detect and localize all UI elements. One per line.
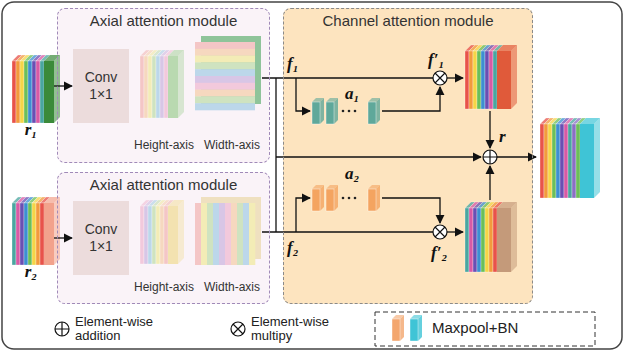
variable-label: r₂	[8, 262, 54, 282]
maxpool-swatch	[410, 315, 422, 341]
input-feature: r₁	[8, 48, 54, 140]
box-title: Conv 1×1	[77, 69, 125, 103]
flow-line	[296, 78, 310, 111]
variable-label: r	[499, 127, 506, 147]
variable-label: a₁	[345, 84, 359, 104]
module-fill	[57, 172, 270, 304]
variable-label: r₁	[8, 120, 54, 140]
feature-stack	[12, 197, 60, 265]
module-fill	[57, 8, 270, 163]
weight-slab	[368, 98, 380, 124]
feature-block	[195, 197, 261, 265]
flow-line	[447, 231, 463, 232]
addition-symbol	[483, 150, 497, 164]
axis-label: Width-axis	[204, 280, 260, 294]
box-title: Axial attention module	[58, 176, 269, 193]
multiply-symbol	[433, 225, 447, 239]
feature-stack	[465, 202, 517, 272]
legend-text: Element-wise addition	[75, 315, 165, 344]
weight-slab	[312, 185, 324, 211]
weight-slab	[326, 98, 338, 124]
flow-line	[296, 198, 310, 232]
feature-block	[195, 36, 261, 110]
feature-stack	[465, 45, 517, 109]
conv-box: Conv 1×1	[73, 201, 129, 275]
legend-text: Maxpool+BN	[432, 320, 582, 337]
flow-line	[489, 111, 490, 148]
module-box: Channel attention module	[283, 8, 533, 304]
feature-stack	[140, 200, 184, 264]
multiply-symbol	[433, 71, 447, 85]
legend-frame	[375, 312, 595, 346]
input-feature: r₂	[8, 190, 54, 282]
flow-line	[447, 77, 463, 78]
variable-label: a₂	[345, 164, 359, 184]
weight-slab	[326, 185, 338, 211]
addition-symbol	[55, 322, 69, 336]
flow-line	[276, 156, 481, 157]
flow-line	[382, 87, 440, 111]
weight-slab	[312, 98, 324, 124]
feature-stack	[140, 50, 184, 118]
ellipsis-dots	[342, 197, 357, 200]
flow-line	[262, 77, 433, 78]
ellipsis-dots	[342, 110, 357, 113]
box-title: Axial attention module	[58, 12, 269, 29]
conv-box: Conv 1×1	[73, 49, 129, 123]
module-fill	[283, 8, 533, 304]
multiply-symbol	[231, 322, 245, 336]
axis-label: Width-axis	[204, 138, 260, 152]
flow-line	[497, 156, 536, 157]
axis-label: Height-axis	[134, 138, 194, 152]
box-title: Channel attention module	[284, 12, 532, 29]
box-title: Conv 1×1	[77, 221, 125, 255]
legend-text: Element-wise multipy	[251, 315, 341, 344]
flow-line	[382, 198, 440, 223]
weight-slab	[368, 185, 380, 211]
flow-line	[275, 78, 276, 232]
maxpool-swatch	[392, 315, 404, 341]
variable-label: f₁	[287, 54, 299, 74]
axis-label: Height-axis	[134, 280, 194, 294]
flow-line	[489, 166, 490, 200]
feature-stack	[540, 118, 600, 198]
flow-line	[262, 231, 433, 232]
variable-label: f₂	[287, 238, 299, 258]
variable-label: f′₂	[431, 243, 447, 263]
variable-label: f′₁	[428, 50, 444, 70]
feature-stack	[12, 55, 60, 123]
